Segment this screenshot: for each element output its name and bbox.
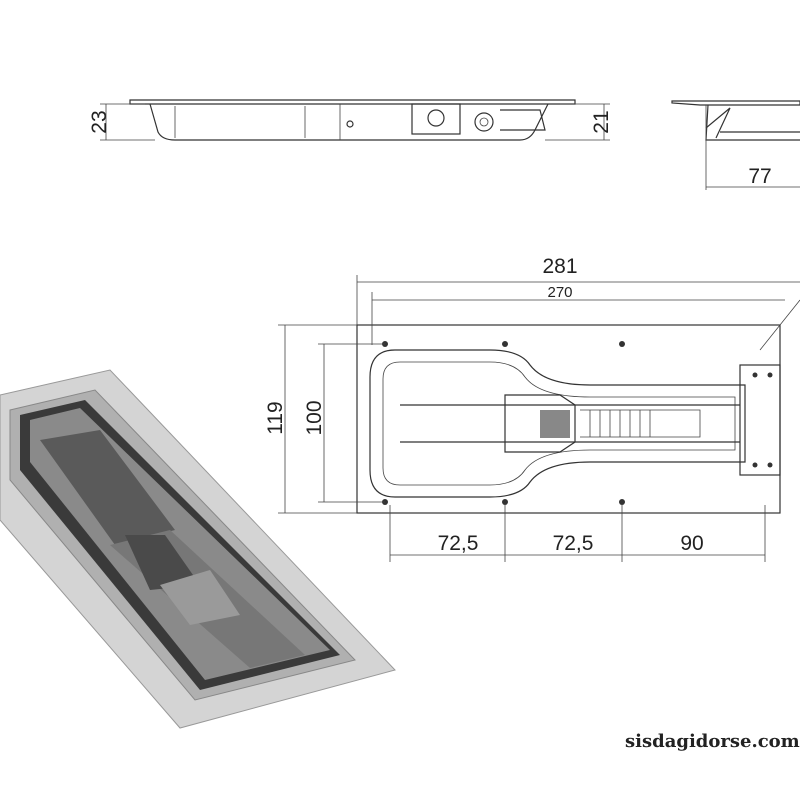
dim-side-height-left: 23	[88, 110, 111, 133]
dim-hole-spacing-length: 270	[547, 284, 572, 301]
side-view: 23 21	[88, 99, 613, 141]
dim-overall-length: 281	[542, 255, 577, 278]
plan-view: 281 270 119 100 72,5 72,5 90	[264, 255, 800, 562]
dim-spacing-1: 72,5	[438, 532, 479, 555]
dim-spacing-2: 72,5	[553, 532, 594, 555]
dim-spacing-3: 90	[680, 532, 703, 555]
dim-hole-spacing-width: 100	[303, 400, 326, 435]
watermark: sisdagidorse.com	[625, 731, 800, 752]
isometric-render	[0, 369, 396, 729]
dim-side-height-right: 21	[590, 110, 613, 133]
end-view: 77	[671, 100, 800, 190]
dim-end-width: 77	[748, 165, 771, 188]
dim-overall-width: 119	[264, 401, 287, 434]
